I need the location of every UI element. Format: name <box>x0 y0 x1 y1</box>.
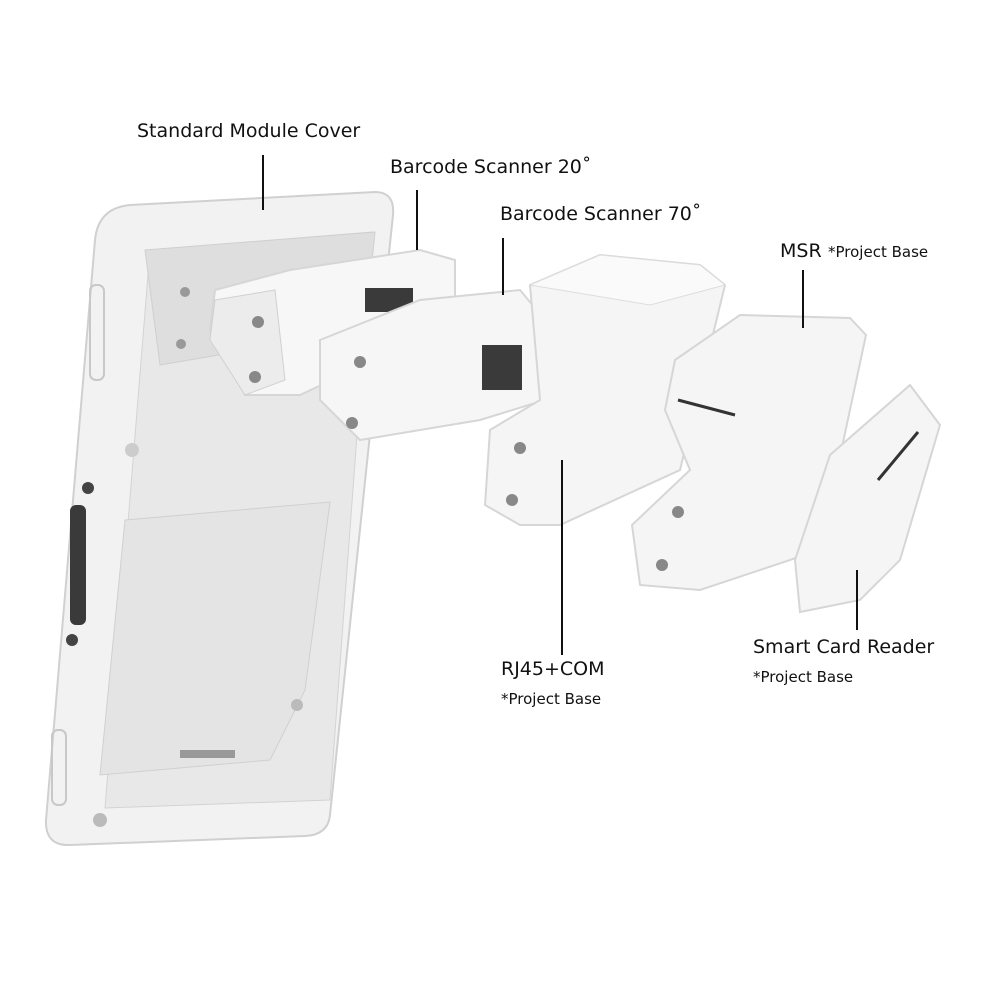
label-msr: MSR <box>780 240 822 262</box>
label-smart-card-reader: Smart Card Reader <box>753 636 935 658</box>
barcode-scanner-70-module <box>319 288 546 442</box>
label-standard-module-cover: Standard Module Cover <box>137 120 361 142</box>
leader-lines <box>262 155 858 655</box>
label-barcode-scanner-70: Barcode Scanner 70˚ <box>500 203 702 225</box>
rj45-com-module <box>483 253 727 526</box>
label-rj45-com: RJ45+COM <box>501 658 605 680</box>
barcode-scanner-20-module <box>208 248 456 396</box>
label-msr-note: *Project Base <box>828 243 929 261</box>
label-rj45-note: *Project Base <box>501 690 602 708</box>
smart-card-reader-module <box>793 383 942 614</box>
label-smart-card-note: *Project Base <box>753 668 854 686</box>
label-barcode-scanner-20: Barcode Scanner 20˚ <box>390 156 592 178</box>
